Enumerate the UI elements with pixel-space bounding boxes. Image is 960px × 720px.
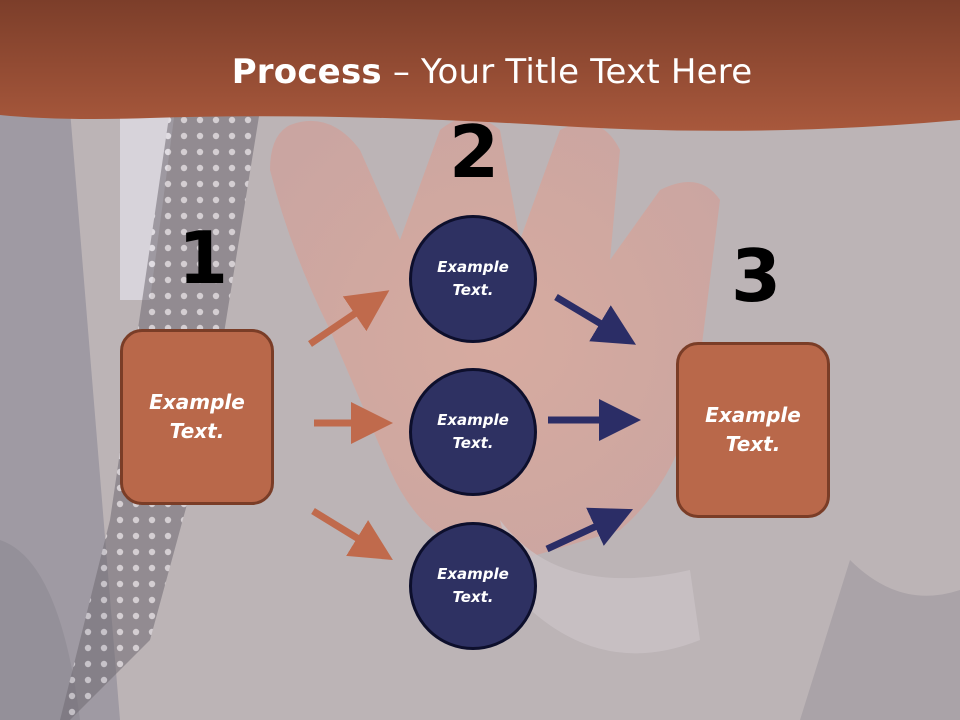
arrow-left-to-top <box>308 290 390 347</box>
right-box-label: Example Text. <box>705 403 801 456</box>
circle-bottom-label: Example Text. <box>437 565 509 606</box>
arrow-left-to-bottom <box>311 508 393 560</box>
step-number-3: 3 <box>731 234 782 318</box>
right-process-box: Example Text. <box>676 342 830 518</box>
circle-top-label: Example Text. <box>437 258 509 299</box>
arrow-top-to-right <box>554 293 637 345</box>
slide-title: Process – Your Title Text Here <box>0 52 960 92</box>
arrow-bottom-to-right <box>545 507 634 553</box>
step-number-2: 2 <box>449 110 500 194</box>
circle-middle: Example Text. <box>409 368 537 496</box>
step-number-1: 1 <box>178 216 229 300</box>
left-process-box: Example Text. <box>120 329 274 505</box>
left-box-label: Example Text. <box>149 390 245 443</box>
circle-middle-label: Example Text. <box>437 411 509 452</box>
title-bold: Process <box>231 52 382 92</box>
circle-bottom: Example Text. <box>409 522 537 650</box>
circle-top: Example Text. <box>409 215 537 343</box>
title-rest: – Your Title Text Here <box>381 52 753 92</box>
